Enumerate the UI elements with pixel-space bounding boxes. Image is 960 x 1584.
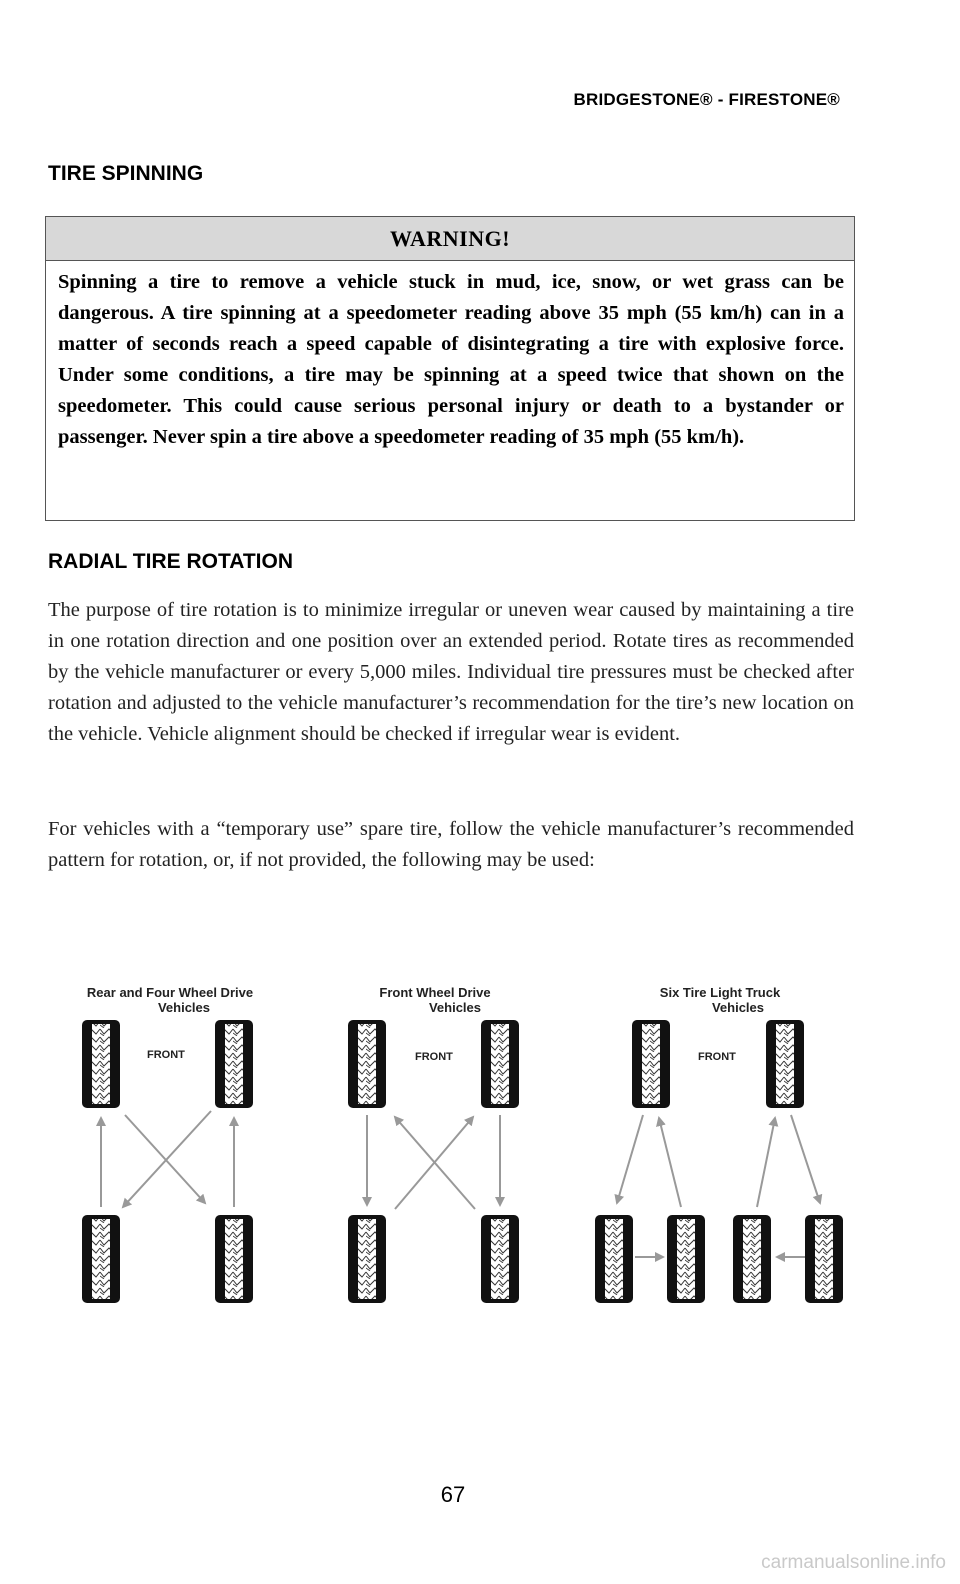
tire-rear-right-outer <box>805 1215 843 1303</box>
heading-tire-spinning: TIRE SPINNING <box>48 162 204 185</box>
heading-radial-tire-rotation: RADIAL TIRE ROTATION <box>48 550 293 573</box>
tire-rotation-diagrams: Rear and Four Wheel Drive Vehicles FRONT… <box>55 975 865 1315</box>
arrow-rr-to-fl <box>393 1115 476 1210</box>
arrow-rl-inner-to-fl <box>656 1116 682 1208</box>
diagram-title-line1: Six Tire Light Truck <box>659 985 781 1000</box>
tire-rear-left <box>348 1215 386 1303</box>
arrow-rr-inner-to-fr <box>756 1116 779 1208</box>
warning-box: WARNING! Spinning a tire to remove a veh… <box>45 216 855 521</box>
tire-front-left <box>348 1020 386 1108</box>
tire-rear-left <box>82 1215 120 1303</box>
tire-rear-left-outer <box>595 1215 633 1303</box>
diagram-title-line1: Front Wheel Drive <box>379 985 491 1000</box>
warning-text: Spinning a tire to remove a vehicle stuc… <box>58 271 844 448</box>
tire-rear-right <box>481 1215 519 1303</box>
diagram-title-front-wheel-drive: Front Wheel Drive Vehicles <box>355 985 515 1015</box>
tire-rear-left-inner <box>667 1215 705 1303</box>
tire-front-right <box>766 1020 804 1108</box>
diagram-front-wheel-drive <box>348 1020 519 1303</box>
diagram-title-line1: Rear and Four Wheel Drive <box>86 985 254 1000</box>
tire-rear-right-inner <box>733 1215 771 1303</box>
tire-rotation-svg <box>82 1020 843 1303</box>
page-number: 67 <box>440 1482 466 1507</box>
arrow-fr-to-rl <box>121 1110 212 1209</box>
arrow-fr-to-rr-outer <box>790 1114 823 1205</box>
arrow-fl-to-rr <box>124 1114 207 1205</box>
running-head: BRIDGESTONE® - FIRESTONE® <box>573 90 840 109</box>
diagram-title-line2: Vehicles <box>157 1000 211 1015</box>
front-label: FRONT <box>415 1051 453 1063</box>
watermark: carmanualsonline.info <box>761 1552 946 1573</box>
front-label: FRONT <box>698 1051 736 1063</box>
front-label: FRONT <box>147 1049 185 1061</box>
arrow-fl-to-rl-outer <box>614 1114 644 1205</box>
rotation-paragraph-1: The purpose of tire rotation is to minim… <box>48 599 854 745</box>
tire-rear-right <box>215 1215 253 1303</box>
diagram-title-line2: Vehicles <box>428 1000 482 1015</box>
warning-title: WARNING! <box>46 217 854 261</box>
tire-front-left <box>82 1020 120 1108</box>
tire-front-right <box>481 1020 519 1108</box>
tire-front-right <box>215 1020 253 1108</box>
diagram-title-line2: Vehicles <box>711 1000 765 1015</box>
diagram-title-six-tire-light-truck: Six Tire Light Truck Vehicles <box>635 985 805 1015</box>
diagram-six-tire-light-truck <box>595 1020 843 1303</box>
rotation-paragraph-2: For vehicles with a “temporary use” spar… <box>48 818 854 871</box>
tire-front-left <box>632 1020 670 1108</box>
diagram-rear-four-wheel-drive <box>82 1020 253 1303</box>
diagram-title-rear-four-wheel-drive: Rear and Four Wheel Drive Vehicles <box>55 985 285 1015</box>
